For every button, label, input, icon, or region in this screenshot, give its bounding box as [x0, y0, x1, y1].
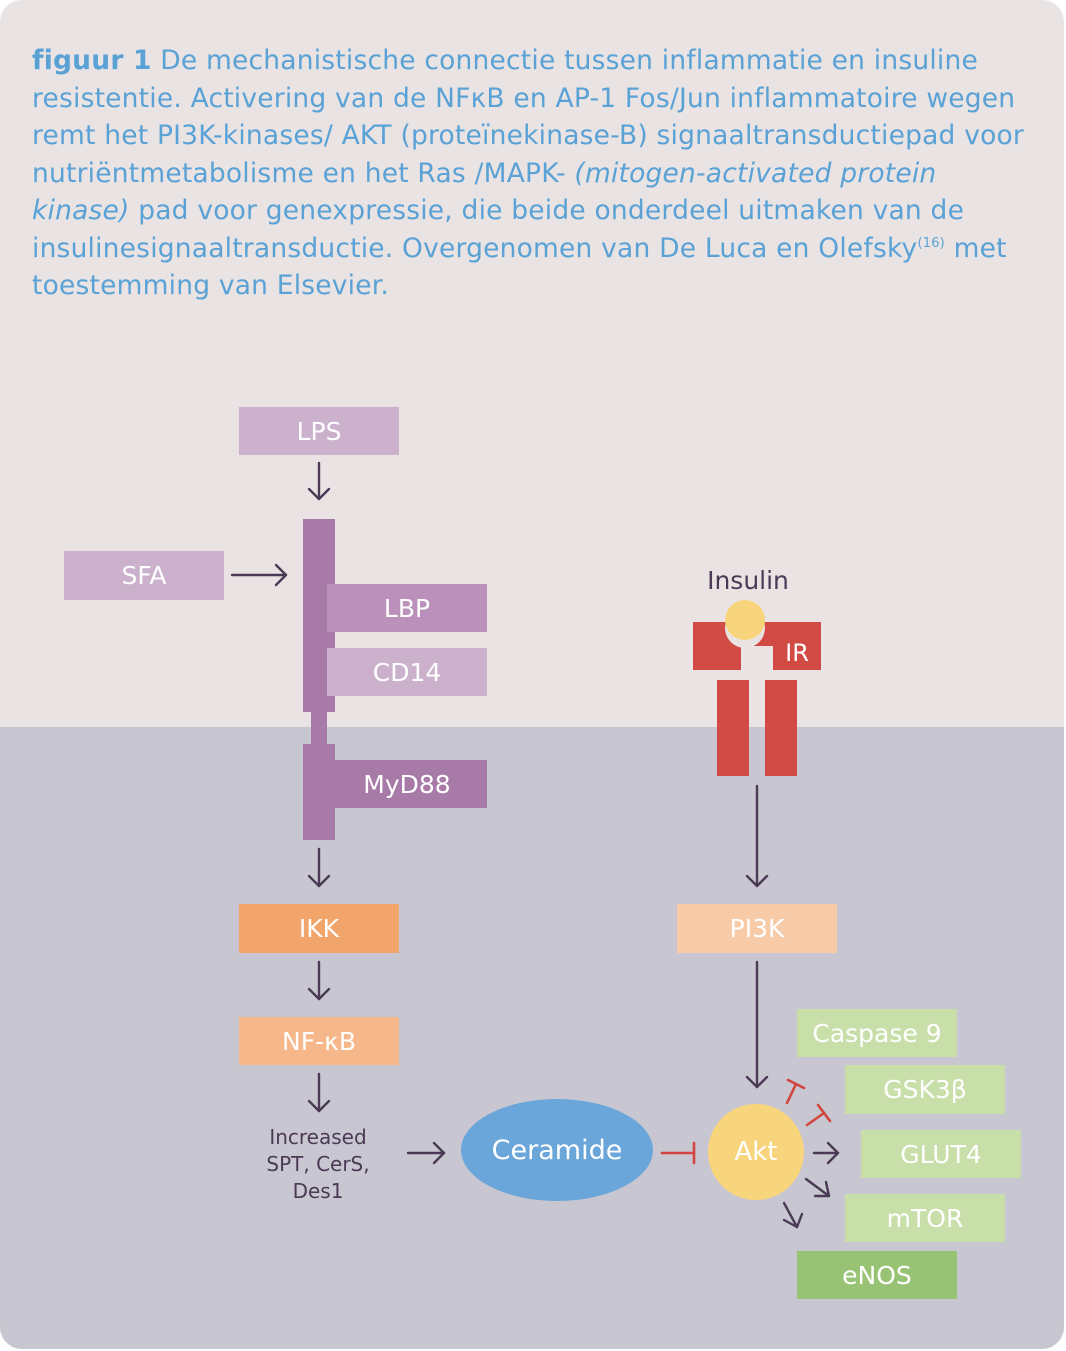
increased-line-3: Des1 [292, 1179, 344, 1203]
gsk3b-box: GSK3β [845, 1065, 1005, 1114]
pi3k-box: PI3K [677, 904, 837, 953]
caption-text-3: met toestemming van Elsevier. [32, 232, 1007, 302]
increased-line-1: Increased [269, 1125, 367, 1149]
insulin-label: Insulin [707, 566, 789, 595]
ir-leg-right [765, 680, 797, 776]
inhibit-akt-gsk3b [805, 1103, 832, 1127]
arrow-increased-to-ceramide [406, 1141, 446, 1165]
arrow-akt-to-mtor [804, 1177, 831, 1198]
arrow-sfa-to-tlr4 [230, 563, 288, 587]
arrow-nfkb-to-increased [307, 1072, 331, 1113]
lps-box: LPS [239, 407, 399, 455]
sfa-box: SFA [64, 551, 224, 600]
arrow-pi3k-to-akt [745, 960, 769, 1089]
figure-caption: figuur 1 De mechanistische connectie tus… [32, 42, 1032, 305]
enos-box: eNOS [797, 1251, 957, 1299]
lbp-box: LBP [327, 584, 487, 632]
inhibit-ceramide-akt [660, 1141, 696, 1165]
increased-enzymes-label: Increased SPT, CerS, Des1 [238, 1124, 398, 1205]
arrow-akt-to-glut4 [812, 1141, 840, 1165]
arrow-ikk-to-nfkb [307, 960, 331, 1001]
inhibit-akt-caspase9 [785, 1078, 806, 1105]
arrow-ir-to-pi3k [745, 784, 769, 888]
caption-reference: (16) [917, 235, 945, 251]
caption-italic: (mitogen-activated protein kinase) [32, 157, 937, 227]
ikk-box: IKK [239, 904, 399, 953]
ceramide-ellipse: Ceramide [461, 1099, 653, 1201]
ir-label: IR [785, 639, 809, 667]
cd14-box: CD14 [327, 648, 487, 696]
arrow-tlr4-to-ikk [307, 847, 331, 888]
arrow-akt-to-enos [782, 1201, 804, 1229]
nfkb-box: NF-κB [239, 1017, 399, 1065]
tlr4-bar-link [311, 710, 327, 746]
ir-leg-left [717, 680, 749, 776]
insulin-ligand [725, 600, 765, 640]
caspase9-box: Caspase 9 [797, 1009, 957, 1057]
increased-line-2: SPT, CerS, [266, 1152, 370, 1176]
caption-lead: figuur 1 [32, 45, 152, 76]
arrow-lps-to-tlr4 [307, 461, 331, 501]
akt-circle: Akt [708, 1104, 804, 1200]
myd88-box: MyD88 [327, 760, 487, 808]
caption-text-1: De mechanistische connectie tussen infla… [32, 45, 1025, 189]
mtor-box: mTOR [845, 1194, 1005, 1242]
glut4-box: GLUT4 [861, 1130, 1021, 1178]
caption-text-2: pad voor genexpressie, die beide onderde… [32, 195, 965, 264]
